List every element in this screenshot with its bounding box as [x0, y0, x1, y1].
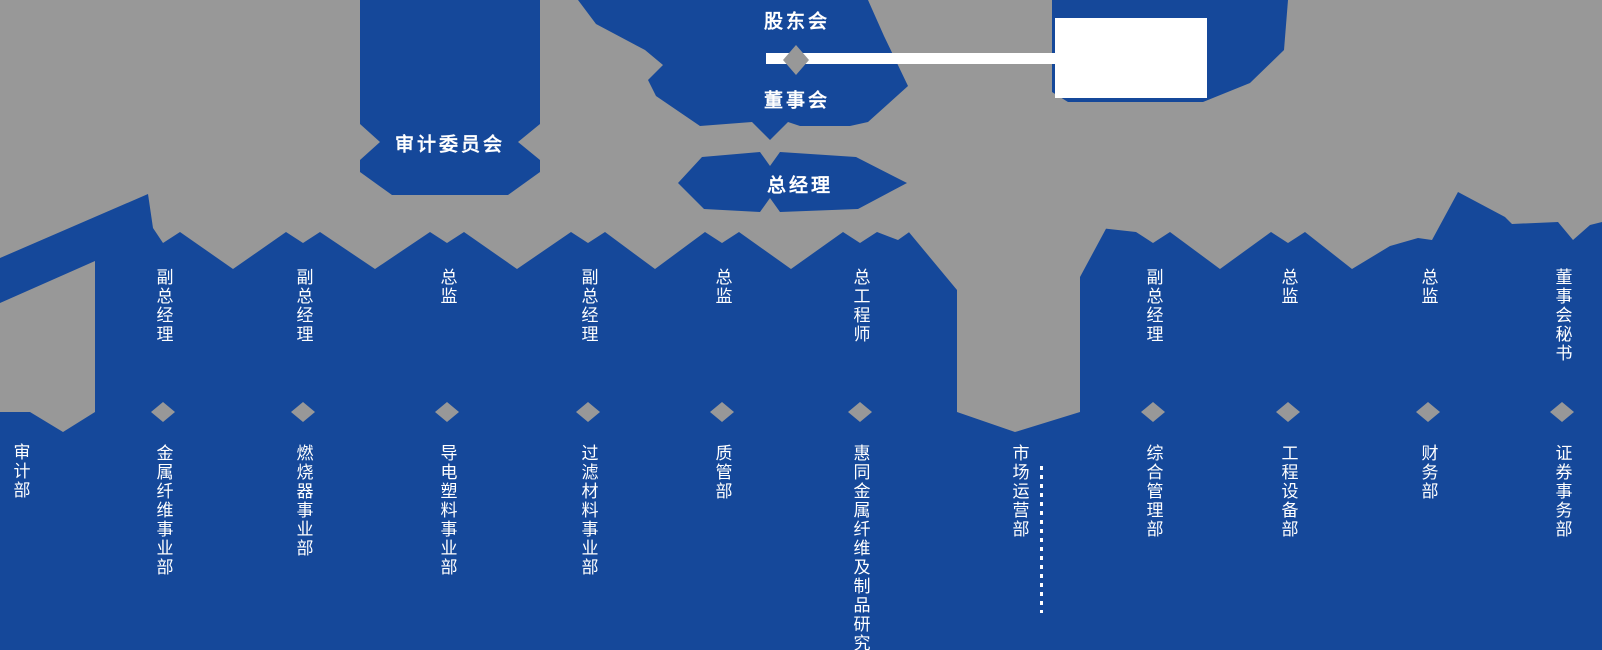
dept-column-9: 证券事务部 [1552, 444, 1572, 539]
audit-committee-node [360, 0, 540, 195]
connector-diamond [710, 402, 734, 422]
role-column-6: 副总经理 [1143, 268, 1163, 344]
dept-column-3: 过滤材料事业部 [578, 444, 598, 577]
role-column-8: 总监 [1418, 268, 1438, 306]
connector-diamond [1276, 402, 1300, 422]
dept-column-4: 质管部 [712, 444, 732, 501]
role-column-7: 总监 [1278, 268, 1298, 306]
connector-diamond [1141, 402, 1165, 422]
role-column-1: 副总经理 [293, 268, 313, 344]
role-column-2: 总监 [437, 268, 457, 306]
connector-diamond [1416, 402, 1440, 422]
dept-column-5: 惠同金属纤维及制品研究院 [850, 444, 870, 650]
dept-marketing-operations: 市场运营部 [1009, 444, 1029, 539]
role-column-5: 总工程师 [850, 268, 870, 344]
role-column-0: 副总经理 [153, 268, 173, 344]
connector-diamond [291, 402, 315, 422]
callout-line [766, 53, 1056, 64]
role-column-3: 副总经理 [578, 268, 598, 344]
dashed-connector-line [1040, 466, 1043, 613]
callout-box [1055, 18, 1207, 98]
general-manager-label: 总经理 [766, 175, 834, 197]
role-column-4: 总监 [712, 268, 732, 306]
dept-column-2: 导电塑料事业部 [437, 444, 457, 577]
dept-column-6: 综合管理部 [1143, 444, 1163, 539]
connector-diamond [1550, 402, 1574, 422]
dept-audit-department: 审计部 [10, 443, 30, 500]
connector-diamond [151, 402, 175, 422]
dept-column-8: 财务部 [1418, 444, 1438, 501]
dept-column-1: 燃烧器事业部 [293, 444, 313, 558]
board-label: 董事会 [763, 90, 831, 112]
connector-diamond [435, 402, 459, 422]
connector-diamond [576, 402, 600, 422]
dept-column-7: 工程设备部 [1278, 444, 1298, 539]
shareholders-board-node [578, 0, 908, 140]
shareholders-label: 股东会 [763, 11, 831, 33]
dept-column-0: 金属纤维事业部 [153, 444, 173, 577]
connector-diamond [848, 402, 872, 422]
role-column-9: 董事会秘书 [1552, 268, 1572, 363]
audit-committee-label: 审计委员会 [394, 134, 506, 156]
